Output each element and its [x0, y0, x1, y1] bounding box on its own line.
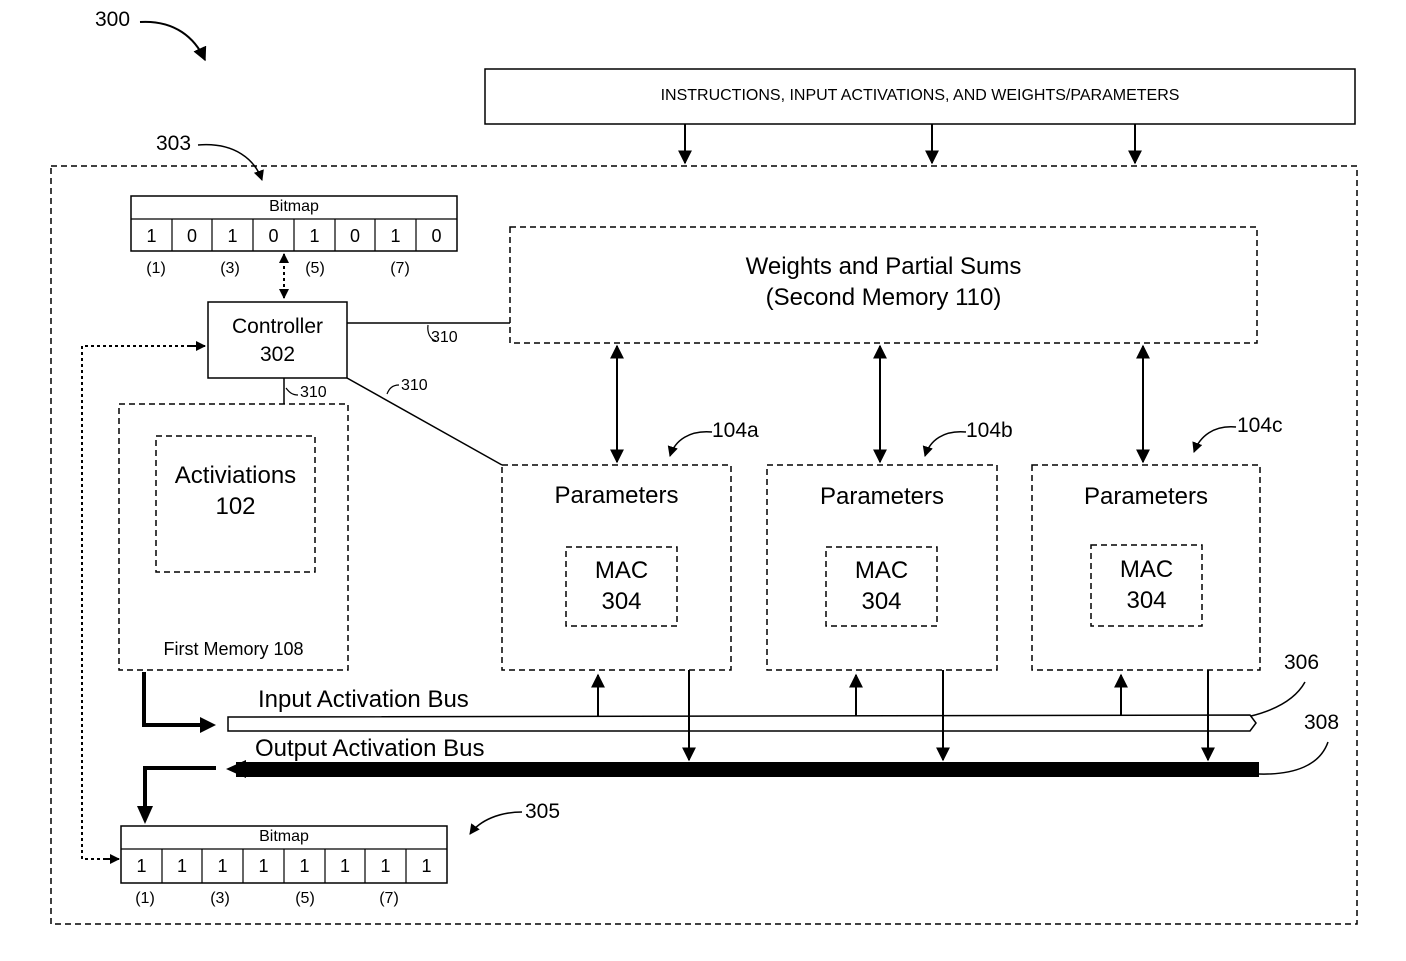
- first-memory-label: First Memory 108: [119, 640, 348, 658]
- pe-a-ref: 104a: [712, 420, 759, 441]
- bitmap-top-index: (5): [290, 261, 340, 277]
- mac-b-ref: 304: [826, 590, 937, 614]
- bitmap-top-leader: [198, 145, 262, 180]
- input-bus-leader: [1251, 682, 1305, 716]
- pe-c-ref: 104c: [1237, 415, 1283, 436]
- input-activation-bus: [228, 715, 1256, 731]
- bitmap-bottom-index: (1): [120, 891, 170, 907]
- bitmap-top-index: (7): [375, 261, 425, 277]
- output-bus-ref: 308: [1304, 712, 1339, 733]
- bitmap-bottom-bit: 1: [202, 857, 243, 875]
- bitmap-top-ref: 303: [156, 133, 191, 154]
- bitmap-top-bit: 0: [253, 227, 294, 245]
- second-memory-line2: (Second Memory 110): [510, 286, 1257, 310]
- pe-a-title: Parameters: [502, 484, 731, 508]
- bitmap-top-bit: 1: [375, 227, 416, 245]
- bitmap-top-index: (3): [205, 261, 255, 277]
- pe-b-title: Parameters: [767, 485, 997, 509]
- ref-310-tick-3: [286, 388, 298, 395]
- output-bus-leader: [1259, 742, 1328, 774]
- figure-ref: 300: [95, 9, 130, 30]
- bitmap-bottom-index: (3): [195, 891, 245, 907]
- ref-310-tick-2: [387, 385, 399, 394]
- ref-310: 310: [431, 330, 458, 346]
- controller-box: [208, 302, 347, 378]
- bitmap-bottom-index: (7): [364, 891, 414, 907]
- pe-b-leader: [925, 432, 966, 456]
- bitmap-top-bit: 1: [212, 227, 253, 245]
- bitmap-bottom-bit: 1: [284, 857, 325, 875]
- mac-c-title: MAC: [1091, 558, 1202, 582]
- bitmap-bottom-ref: 305: [525, 801, 560, 822]
- bitmap-bottom-title: Bitmap: [121, 829, 447, 845]
- activations-ref: 102: [156, 495, 315, 519]
- bitmap-bottom-index: (5): [280, 891, 330, 907]
- bitmap-bottom-bit: 1: [406, 857, 447, 875]
- mac-a-title: MAC: [566, 559, 677, 583]
- controller-ref: 302: [208, 344, 347, 365]
- bitmap-top-index: (1): [131, 261, 181, 277]
- bitmap-top-bit: 0: [172, 227, 212, 245]
- bitmap-bottom-bit: 1: [162, 857, 202, 875]
- pe-b-ref: 104b: [966, 420, 1013, 441]
- bitmap-top-bit: 0: [416, 227, 457, 245]
- bitmap-bottom-bit: 1: [325, 857, 365, 875]
- pe-c-title: Parameters: [1032, 485, 1260, 509]
- output-bus-label: Output Activation Bus: [255, 737, 484, 761]
- bitmap-top-bit: 0: [335, 227, 375, 245]
- bitmap-bottom-bit: 1: [121, 857, 162, 875]
- pe-c-leader: [1194, 427, 1236, 452]
- activations-title: Activiations: [156, 464, 315, 488]
- mac-c-ref: 304: [1091, 589, 1202, 613]
- bitmap-bottom-bit: 1: [365, 857, 406, 875]
- bitmap-bottom-leader: [470, 812, 522, 834]
- input-bus-label: Input Activation Bus: [258, 688, 469, 712]
- out-bus-to-bitmap: [145, 768, 216, 812]
- second-memory-line1: Weights and Partial Sums: [510, 255, 1257, 279]
- bitmap-top-bit: 1: [131, 227, 172, 245]
- input-bus-ref: 306: [1284, 652, 1319, 673]
- bitmap-top-title: Bitmap: [131, 199, 457, 215]
- memory-to-input-bus: [144, 672, 212, 725]
- mac-a-ref: 304: [566, 590, 677, 614]
- input-box-label: INSTRUCTIONS, INPUT ACTIVATIONS, AND WEI…: [485, 88, 1355, 104]
- first-memory-box: [119, 404, 348, 670]
- ref-310: 310: [300, 385, 327, 401]
- figure-ref-leader: [140, 22, 205, 60]
- bitmap-top-bit: 1: [294, 227, 335, 245]
- ref-310: 310: [401, 378, 428, 394]
- pe-a-leader: [670, 432, 712, 456]
- output-activation-bus: [236, 762, 1259, 777]
- bitmap-bottom-bit: 1: [243, 857, 284, 875]
- controller-title: Controller: [208, 316, 347, 337]
- mac-b-title: MAC: [826, 559, 937, 583]
